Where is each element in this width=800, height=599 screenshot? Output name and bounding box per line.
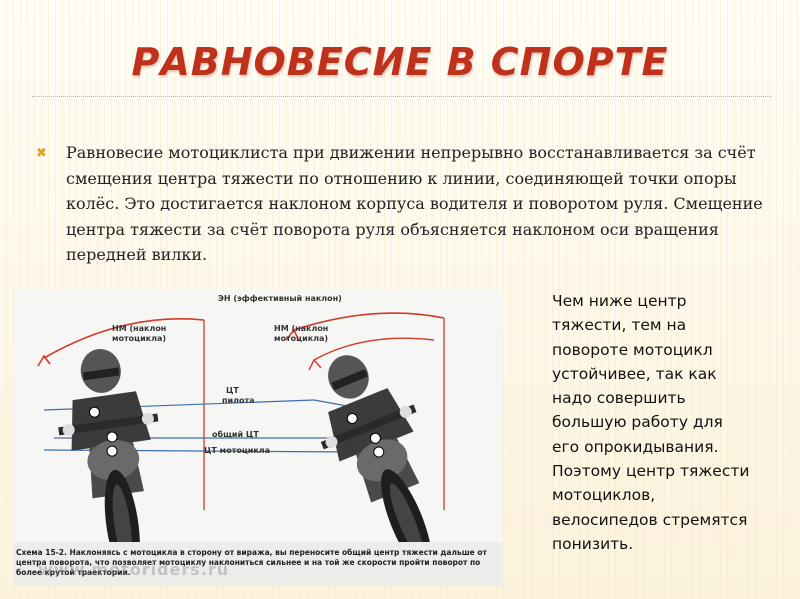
- bullet-text: Равновесие мотоциклиста при движении неп…: [66, 143, 763, 265]
- side-line: его опрокидывания.: [552, 437, 719, 456]
- label-ct-moto: ЦТ мотоцикла: [204, 446, 271, 455]
- side-line: Чем ниже центр: [552, 292, 687, 310]
- side-line: тяжести, тем на: [552, 316, 687, 335]
- figure-caption: Схема 15-2. Наклоняясь с мотоцикла в сто…: [16, 548, 487, 577]
- label-ct-pilot-2: пилота: [222, 396, 255, 405]
- diagram-graphic: [14, 312, 502, 586]
- side-line: повороте мотоцикл: [552, 340, 713, 359]
- motorcycle-lean-diagram: ЭН (эффективный наклон) НМ (наклон мотоц…: [14, 290, 502, 586]
- label-nm-right-2: мотоцикла): [274, 334, 329, 343]
- side-line: Поэтому центр тяжести: [552, 462, 750, 481]
- side-line: надо совершить: [552, 389, 686, 408]
- side-line: большую работу для: [552, 413, 723, 432]
- right-rider: [320, 355, 432, 572]
- label-nm-right-1: НМ (наклон: [274, 324, 329, 333]
- label-ct-common: общий ЦТ: [212, 430, 259, 439]
- label-nm-left-1: НМ (наклон: [112, 324, 167, 333]
- side-line: понизить.: [552, 534, 634, 553]
- bullet-icon: ✖: [36, 146, 47, 161]
- label-eh: ЭН (эффективный наклон): [218, 294, 342, 303]
- label-ct-pilot-1: ЦТ: [226, 386, 239, 395]
- side-line: велосипедов стремятся: [552, 510, 748, 529]
- side-line: мотоциклов,: [552, 486, 656, 505]
- watermark: www.motoriders.ru: [38, 560, 230, 579]
- side-line: устойчивее, так как: [552, 364, 717, 383]
- title-divider: [32, 96, 772, 97]
- side-text: Чем ниже центр тяжести, тем на повороте …: [552, 289, 782, 556]
- slide-title: РАВНОВЕСИЕ В СПОРТЕ: [131, 40, 669, 84]
- label-nm-left-2: мотоцикла): [112, 334, 167, 343]
